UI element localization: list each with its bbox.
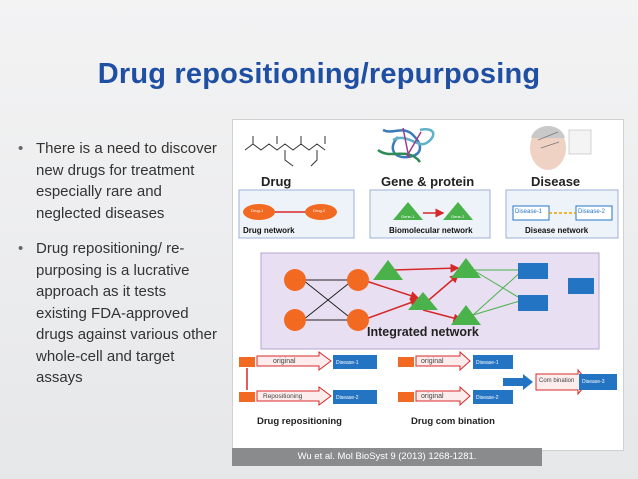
molecule-icon [244,136,326,167]
combination-original-label: original [421,358,444,365]
integrated-disease-node [518,263,548,279]
integrated-gene-node [408,292,438,310]
integrated-drug-node [284,309,306,331]
drug-repositioning-label: Drug repositioning [257,416,342,427]
combination-label: Com bination [539,378,575,384]
reposition-disease1-label: Disease-1 [336,360,359,366]
integrated-edges-black [302,279,354,321]
drug-combination-label: Drug com bination [411,416,495,427]
integrated-gene-node [451,258,481,278]
bullet-text: Drug repositioning/ re-purposing is a lu… [36,240,217,386]
integrated-network-label: Integrated network [367,325,479,339]
repositioning-panel [239,351,377,406]
combination-original-label: original [421,393,444,400]
gene-node-label: Gene-2 [451,214,465,219]
bullet-icon: • [18,240,24,257]
disease-network-label: Disease network [525,226,589,235]
integrated-gene-node [451,305,481,325]
network-diagram [238,126,619,407]
combination-disease3-label: Disease-3 [582,379,605,385]
drug-node [243,204,275,220]
bullet-item: • There is a need to discover new drugs … [18,138,218,224]
integrated-drug-node [284,269,306,291]
drug-node [305,204,337,220]
drug-node-label: Drug-2 [313,208,326,213]
combination-disease2-label: Disease-2 [476,395,499,401]
disease-node-label: Disease-2 [578,209,606,215]
gene-node [393,202,423,220]
figure-caption: Wu et al. Mol BioSyst 9 (2013) 1268-1281… [232,448,542,466]
integrated-disease-node [518,295,548,311]
reposition-disease2-label: Disease-2 [336,395,359,401]
integrated-drug-node [347,269,369,291]
disease-node-label: Disease-1 [515,209,543,215]
bullet-icon: • [18,140,24,157]
bullet-text: There is a need to discover new drugs fo… [36,140,217,222]
integrated-gene-node [373,260,403,280]
bullet-list: • There is a need to discover new drugs … [18,138,218,403]
integrated-disease-node [568,278,594,294]
gene-protein-label: Gene & protein [381,174,475,189]
protein-icon [377,127,435,163]
reposition-original-label: original [273,358,296,365]
disease-label: Disease [531,174,581,189]
bullet-item: • Drug repositioning/ re-purposing is a … [18,238,218,389]
biomolecular-network-label: Biomolecular network [389,226,473,235]
combination-disease1-label: Disease-1 [476,360,499,366]
drug-node-label: Drug-1 [251,208,264,213]
gene-node [443,202,473,220]
slide-title: Drug repositioning/repurposing [97,58,541,90]
biomolecular-network-box [369,189,491,239]
drug-label: Drug [261,174,292,189]
network-figure: Drug Gene & protein Disease Drug network… [232,119,624,451]
gene-node-label: Gene-1 [401,214,415,219]
head-icon [530,126,592,170]
combination-panel [398,350,617,407]
drug-network-label: Drug network [243,226,295,235]
repositioning-label: Repositioning [263,393,303,400]
integrated-edges-green [472,269,524,316]
integrated-drug-node [347,309,369,331]
